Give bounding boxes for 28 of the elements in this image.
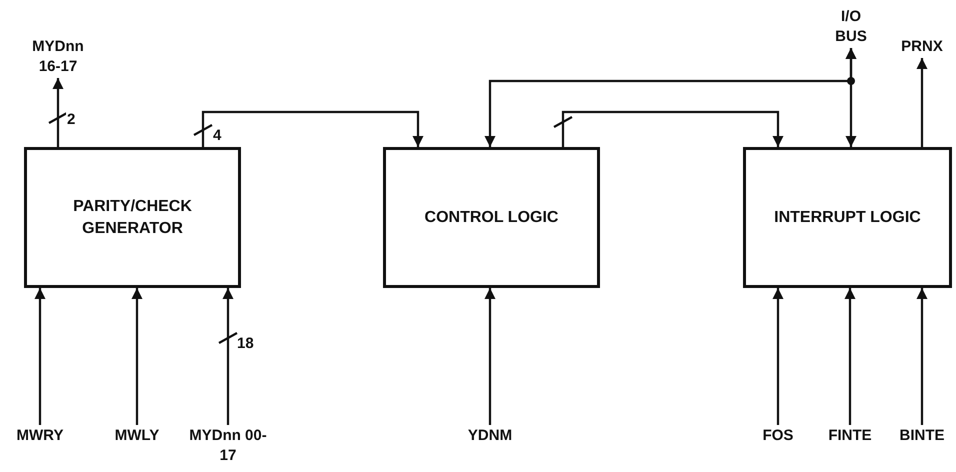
signal-label: MWRY <box>16 426 64 446</box>
block-title: CONTROL LOGIC <box>424 208 560 228</box>
block-title: INTERRUPT LOGIC <box>773 208 922 228</box>
block-title: PARITY/CHECK GENERATOR <box>72 196 193 238</box>
signal-label: MWLY <box>114 426 160 446</box>
signal-arrow <box>34 288 46 425</box>
signal-arrow <box>52 78 64 147</box>
signal-arrow <box>772 288 784 425</box>
signal-arrow <box>844 288 856 425</box>
block-box <box>743 147 952 288</box>
block-box <box>24 147 241 288</box>
signal-label: FOS <box>762 426 794 446</box>
signal-label: PRNX <box>901 37 943 57</box>
signal-label: FINTE <box>828 426 872 446</box>
signal-label: MYDnn 16-17 <box>31 37 85 77</box>
signal-arrow <box>222 288 234 425</box>
signal-arrow <box>484 288 496 425</box>
signal-label: YDNM <box>468 426 512 446</box>
signal-arrow <box>916 58 928 147</box>
signal-label: I/O BUS <box>834 7 868 47</box>
signal-arrow <box>846 48 856 147</box>
signal-arrow <box>132 288 142 425</box>
signal-label: MYDnn 00-17 <box>188 426 268 466</box>
signal-arrow <box>916 288 928 425</box>
block-box <box>383 147 600 288</box>
signal-arrow <box>562 110 784 147</box>
signal-label: BINTE <box>900 426 944 446</box>
signal-arrow <box>202 110 424 147</box>
